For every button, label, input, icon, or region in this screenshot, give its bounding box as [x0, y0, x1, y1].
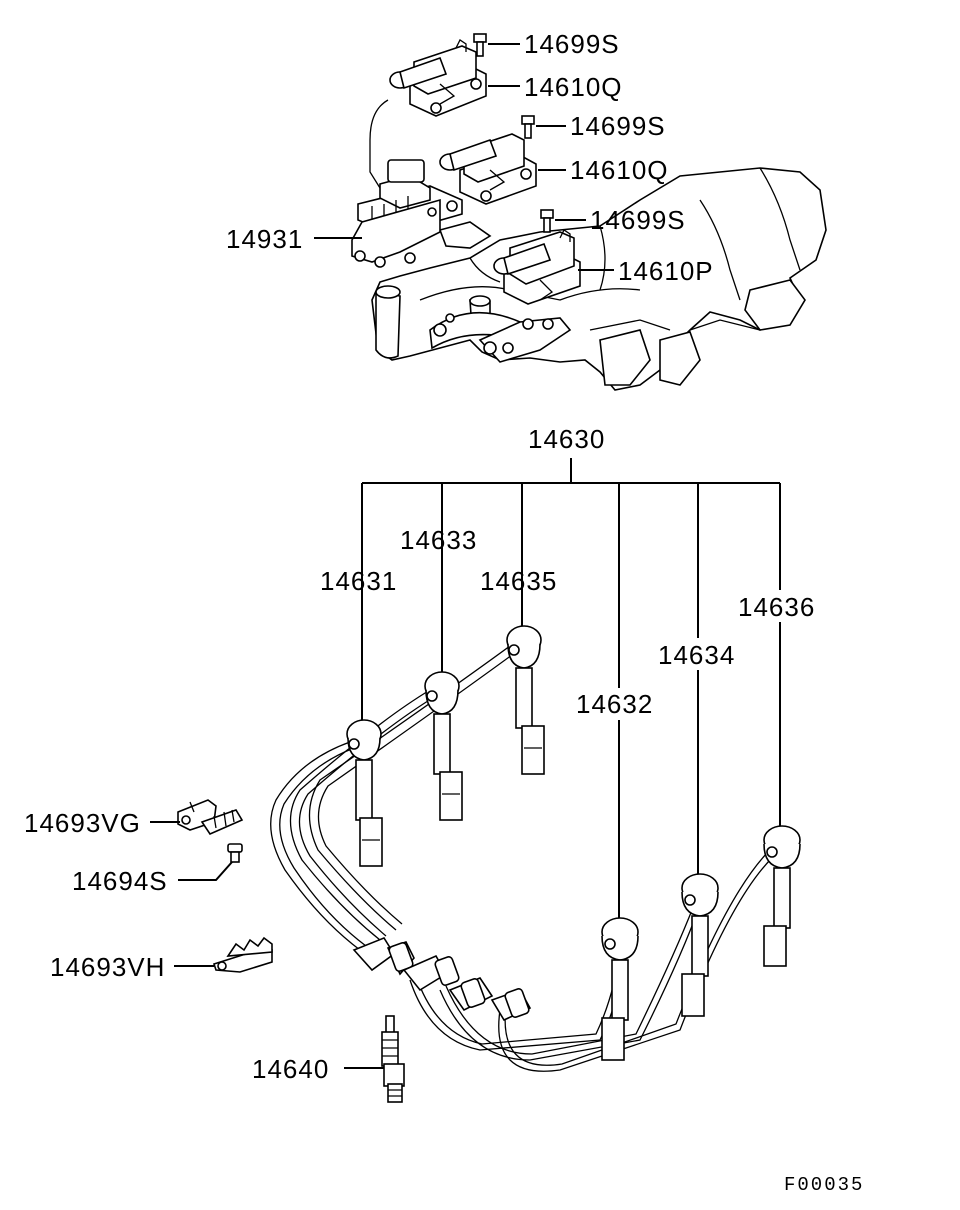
callout-14635: 14635 — [480, 566, 557, 596]
callout-14634: 14634 — [658, 640, 735, 670]
ignition-coil-14610q-lower — [439, 133, 537, 205]
boot-14636 — [763, 825, 801, 967]
boot-14631 — [346, 719, 383, 867]
callout-14694s: 14694S — [72, 866, 168, 896]
callout-14610p: 14610P — [618, 256, 714, 286]
bolt-14699s-a — [473, 33, 487, 57]
callout-14640: 14640 — [252, 1054, 329, 1084]
bolt-14694s — [227, 843, 243, 863]
bolt-14699s-c — [540, 209, 554, 233]
leader-lines-top — [314, 43, 614, 271]
boot-14635 — [506, 625, 545, 775]
ignition-coil-14610p — [493, 229, 581, 305]
spark-plug-14640 — [381, 1015, 405, 1103]
leader-bracket-14630 — [361, 458, 781, 920]
boot-14632 — [601, 917, 639, 1061]
ignition-module — [351, 99, 463, 268]
callout-14632: 14632 — [576, 689, 653, 719]
callout-14633: 14633 — [400, 525, 477, 555]
boot-14634 — [681, 873, 719, 1017]
figure-code: F00035 — [784, 1174, 864, 1196]
callout-14636: 14636 — [738, 592, 815, 622]
intake-manifold — [371, 167, 827, 391]
boot-14633 — [424, 671, 463, 821]
clamp-14693vg — [177, 799, 244, 836]
callout-14699s-a: 14699S — [524, 29, 620, 59]
callout-14699s-b: 14699S — [570, 111, 666, 141]
callout-14610q-a: 14610Q — [524, 72, 623, 102]
callout-14699s-c: 14699S — [590, 205, 686, 235]
bolt-14699s-b — [521, 115, 535, 139]
clamp-14693vh — [212, 936, 273, 973]
ignition-coil-14610q-upper — [389, 39, 487, 117]
callout-14630: 14630 — [528, 424, 605, 454]
callout-14693vg: 14693VG — [24, 808, 141, 838]
leader-lines-bottom — [150, 821, 384, 1069]
callout-14931: 14931 — [226, 224, 303, 254]
callout-14631: 14631 — [320, 566, 397, 596]
coil-connectors — [352, 937, 532, 1022]
callout-14693vh: 14693VH — [50, 952, 165, 982]
callout-14610q-b: 14610Q — [570, 155, 669, 185]
